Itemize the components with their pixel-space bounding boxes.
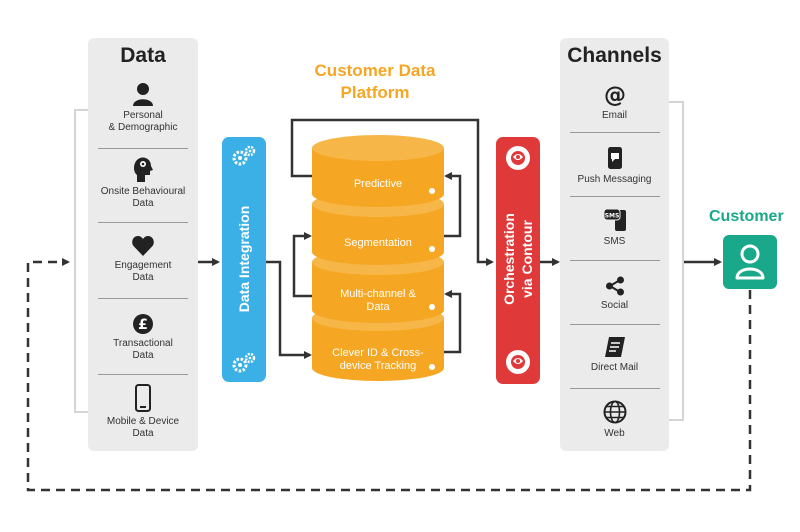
head-gears-icon <box>134 157 153 182</box>
globe-icon <box>603 400 626 424</box>
gears-icon <box>232 145 256 166</box>
orchestration-label-line1: Orchestration <box>501 213 517 305</box>
platform-layer-predictive: Predictive <box>353 178 403 190</box>
data-bracket <box>74 109 88 413</box>
data-item-engagement: Engagement Data <box>88 236 198 284</box>
channel-item-label: Web <box>604 428 625 439</box>
share-icon <box>605 276 624 296</box>
sms-icon: SMS <box>603 208 626 231</box>
customer-title: Customer <box>709 208 784 225</box>
mobile-device-icon <box>135 384 151 412</box>
feedback-loop-arrow <box>26 258 752 492</box>
platform-title-line2: Platform <box>340 83 410 102</box>
orchestration-label-line2: via Contour <box>519 220 535 298</box>
data-panel: Data Personal & Demographic Onsite Behav… <box>88 38 198 451</box>
cleverid-to-multichannel-arrow <box>442 290 462 354</box>
channel-item-social: Social <box>560 276 669 312</box>
data-integration-bar: Data Integration <box>222 137 266 382</box>
gears-icon <box>232 352 256 373</box>
data-item-label: Transactional Data <box>113 338 173 361</box>
svg-text:£: £ <box>138 317 148 333</box>
channel-item-label: Email <box>601 110 627 121</box>
channel-item-label: Social <box>600 300 629 311</box>
orchestration-bar: Orchestration via Contour <box>496 137 540 384</box>
data-item-personal: Personal & Demographic <box>88 82 198 134</box>
channel-item-push: Push Messaging <box>560 146 669 186</box>
mail-icon <box>604 337 625 357</box>
channel-item-directmail: Direct Mail <box>560 336 669 374</box>
at-icon: @ <box>604 84 626 106</box>
channel-item-label: Direct Mail <box>590 362 639 373</box>
data-item-label: Engagement Data <box>114 260 172 283</box>
channels-panel-title: Channels <box>567 44 662 67</box>
svg-text:@: @ <box>604 84 626 106</box>
pound-coin-icon: £ <box>133 314 153 334</box>
platform-layer-segmentation: Segmentation <box>344 237 412 249</box>
multichannel-to-segmentation-arrow <box>292 232 312 298</box>
channels-panel: Channels @ Email Push Messaging SMS SMS <box>560 38 669 451</box>
channel-item-sms: SMS SMS <box>560 208 669 248</box>
channel-item-web: Web <box>560 400 669 440</box>
channel-item-label: SMS <box>603 236 626 247</box>
contour-brain-icon <box>506 350 530 374</box>
cylinder-layer-predictive <box>312 135 444 207</box>
data-item-label: Mobile & Device Data <box>106 416 180 439</box>
platform-to-orchestration-arrow <box>290 118 494 266</box>
data-item-onsite: Onsite Behavioural Data <box>88 156 198 210</box>
contour-brain-icon <box>506 146 530 170</box>
platform-layer-cleverid: Clever ID & Cross- device Tracking <box>332 347 424 372</box>
data-item-label: Onsite Behavioural Data <box>100 186 186 209</box>
channel-item-email: @ Email <box>560 84 669 122</box>
person-icon <box>133 83 153 106</box>
svg-text:SMS: SMS <box>604 213 619 220</box>
channel-item-label: Push Messaging <box>577 174 652 185</box>
customer-box <box>723 235 777 289</box>
data-item-label: Personal & Demographic <box>108 110 178 133</box>
platform-title-line1: Customer Data <box>314 61 436 80</box>
data-panel-title: Data <box>120 44 166 67</box>
platform-layer-multichannel: Multi-channel & Data <box>340 288 416 313</box>
platform-title: Customer Data Platform <box>290 60 460 104</box>
channels-bracket <box>669 101 684 421</box>
segmentation-to-predictive-arrow <box>442 172 462 238</box>
orchestration-label: Orchestration via Contour <box>500 179 536 339</box>
phone-message-icon <box>607 147 622 169</box>
heart-icon <box>132 236 154 256</box>
data-item-mobile: Mobile & Device Data <box>88 384 198 440</box>
data-item-transactional: £ Transactional Data <box>88 314 198 362</box>
customer-person-icon <box>735 244 765 280</box>
integration-to-platform-arrow <box>266 260 312 359</box>
